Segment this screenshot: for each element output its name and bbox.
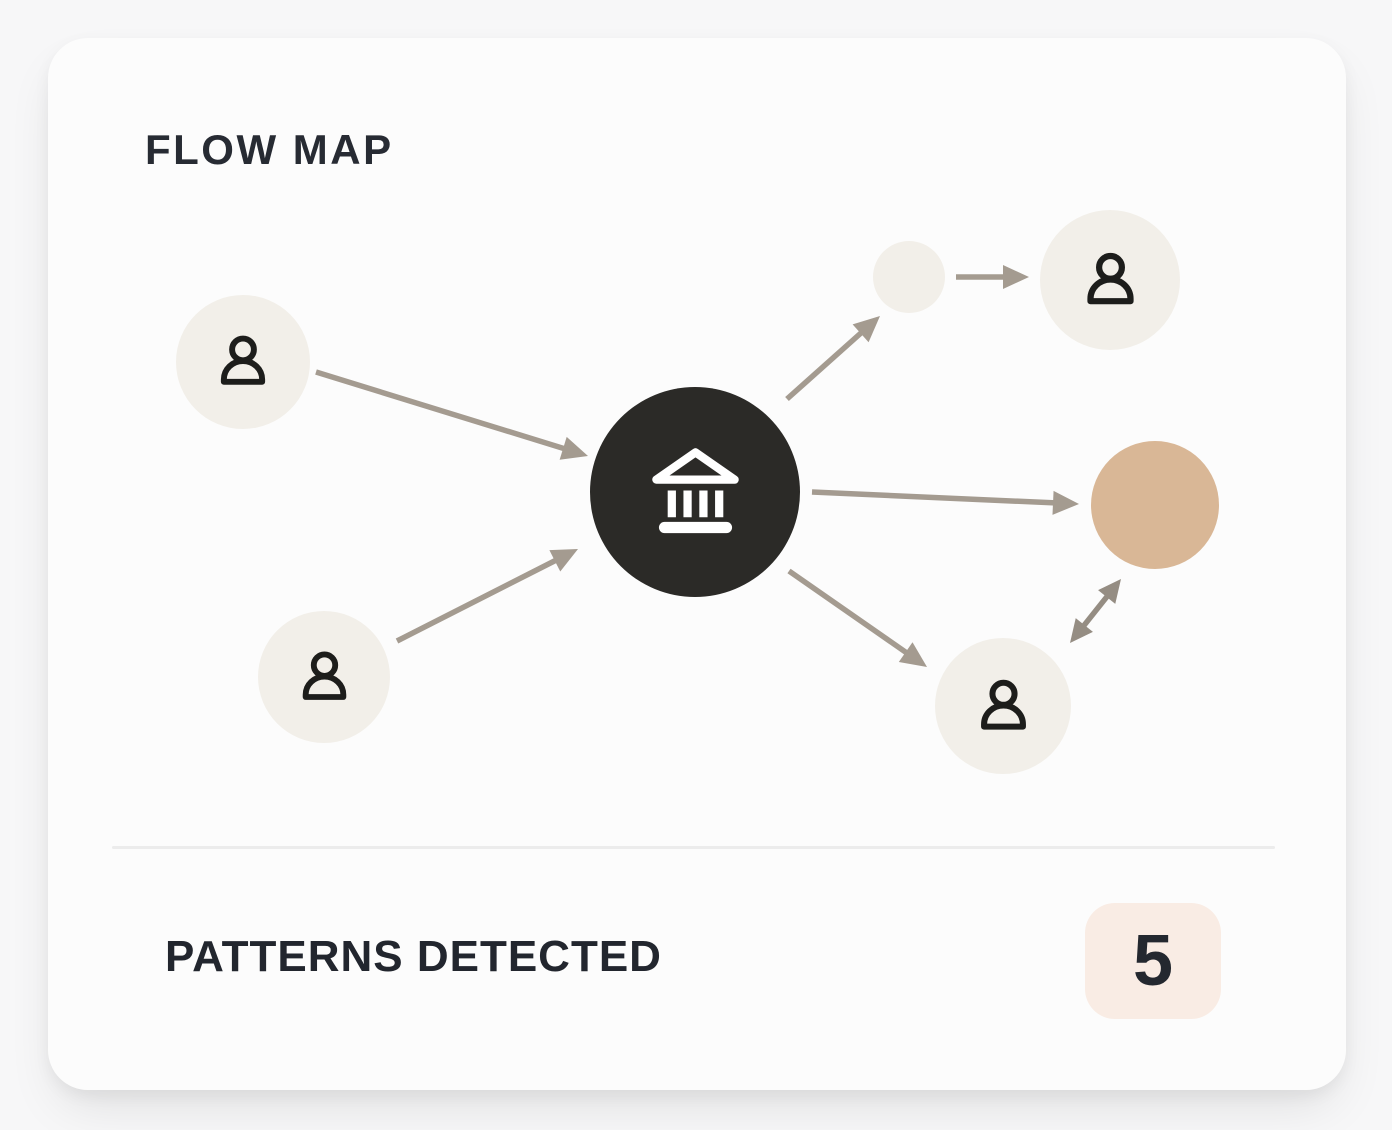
person-icon: [302, 651, 346, 700]
node-circle-tan: [1091, 441, 1219, 569]
node-dot-small: [873, 241, 945, 313]
node-person-left-top: [176, 295, 310, 429]
patterns-count-badge: 5: [1085, 903, 1221, 1019]
node-person-left-bottom: [258, 611, 390, 743]
person-icon: [980, 679, 1026, 730]
divider: [112, 846, 1275, 849]
person-icon: [220, 335, 266, 385]
patterns-count-value: 5: [1132, 921, 1174, 1001]
node-person-right-bottom: [935, 638, 1071, 774]
bank-icon: [651, 447, 739, 533]
node-person-right-top: [1040, 210, 1180, 350]
page-title: FLOW MAP: [145, 126, 394, 173]
node-bank-center: [590, 387, 800, 597]
person-icon: [1086, 252, 1134, 304]
patterns-detected-label: PATTERNS DETECTED: [165, 932, 662, 981]
